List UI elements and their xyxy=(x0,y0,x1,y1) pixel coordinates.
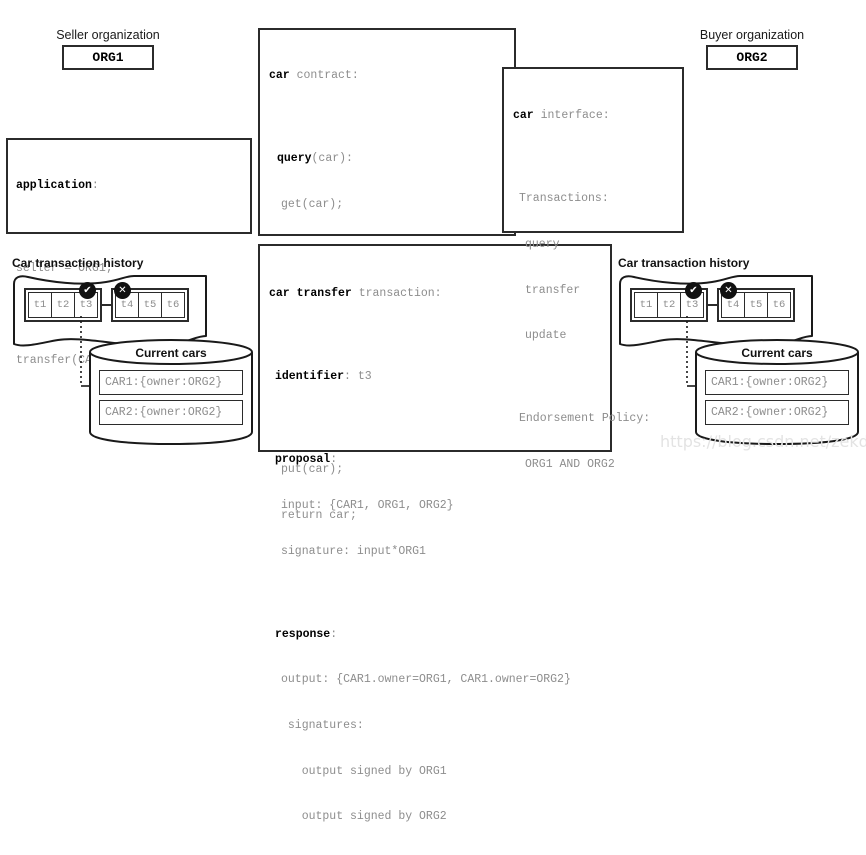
db-row-car2: CAR2:{owner:ORG2} xyxy=(705,400,849,425)
checkmark-badge-icon: ✔ xyxy=(79,282,96,299)
application-title: application: xyxy=(16,179,99,193)
block-t2: t2 xyxy=(51,292,75,318)
block-t3: t3 xyxy=(74,292,98,318)
block-t5: t5 xyxy=(744,292,768,318)
buyer-organization-box: ORG2 xyxy=(706,45,798,70)
db-row-car2: CAR2:{owner:ORG2} xyxy=(99,400,243,425)
ledger-right-title: Car transaction history xyxy=(618,256,750,270)
current-cars-title: Current cars xyxy=(135,346,207,360)
transaction-response-label: response: xyxy=(275,627,338,641)
block-t1: t1 xyxy=(28,292,52,318)
application-code-box: application: seller = ORG1; buyer = ORC2… xyxy=(6,138,252,367)
transaction-response-line: output signed by ORG1 xyxy=(281,764,447,778)
application-line: seller = ORG1; xyxy=(16,262,113,276)
interface-policy-label: Endorsement Policy: xyxy=(519,412,651,426)
transaction-response-line: output: {CAR1.owner=ORG1, CAR1.owner=ORG… xyxy=(281,673,571,687)
block-group-pending: t4 t5 t6 xyxy=(717,288,795,322)
interface-transaction-item: transfer xyxy=(525,283,581,297)
buyer-organization-label: Buyer organization xyxy=(699,28,805,42)
cross-badge-icon: ✕ xyxy=(114,282,131,299)
block-t6: t6 xyxy=(767,292,791,318)
interface-transactions-label: Transactions: xyxy=(519,192,609,206)
interface-transaction-item: update xyxy=(525,329,567,343)
contract-header: car contract: xyxy=(269,69,359,83)
chain-link xyxy=(102,304,111,306)
seller-organization-label: Seller organization xyxy=(56,28,160,42)
chain-link xyxy=(708,304,717,306)
current-cars-database-right: Current cars CAR1:{owner:ORG2} CAR2:{own… xyxy=(694,338,860,446)
block-t2: t2 xyxy=(657,292,681,318)
cross-badge-icon: ✕ xyxy=(720,282,737,299)
block-t5: t5 xyxy=(138,292,162,318)
contract-query-signature: query(car): xyxy=(277,152,353,166)
interface-header: car interface: xyxy=(513,109,610,123)
interface-policy-value: ORG1 AND ORG2 xyxy=(525,457,615,471)
current-cars-title: Current cars xyxy=(741,346,813,360)
transaction-header: car transfer transaction: xyxy=(269,287,442,301)
ledger-left: Car transaction history t1 t2 t3 t4 t5 t… xyxy=(10,256,255,451)
car-contract-code-box: car contract: query(car): get(car); retu… xyxy=(258,28,516,522)
db-row-car1: CAR1:{owner:ORG2} xyxy=(99,370,243,395)
transaction-response-line: output signed by ORG2 xyxy=(281,810,447,824)
transaction-identifier: identifier: t3 xyxy=(275,370,372,384)
transaction-proposal-line: signature: input*ORG1 xyxy=(281,544,426,558)
car-interface-code-box: car interface: Transactions: query trans… xyxy=(502,67,684,471)
interface-transaction-item: query xyxy=(525,238,560,252)
ledger-left-title: Car transaction history xyxy=(12,256,144,270)
blockchain-left: t1 t2 t3 t4 t5 t6 xyxy=(24,288,189,322)
block-t6: t6 xyxy=(161,292,185,318)
block-group-validated: t1 t2 t3 xyxy=(24,288,102,322)
watermark-text: https://blog.csdn.net/zekdot xyxy=(660,432,866,451)
current-cars-database-left: Current cars CAR1:{owner:ORG2} CAR2:{own… xyxy=(88,338,254,446)
db-row-car1: CAR1:{owner:ORG2} xyxy=(705,370,849,395)
seller-organization-box: ORG1 xyxy=(62,45,154,70)
checkmark-badge-icon: ✔ xyxy=(685,282,702,299)
contract-query-line: get(car); xyxy=(281,198,344,212)
ledger-right: Car transaction history t1 t2 t3 t4 t5 t… xyxy=(616,256,861,451)
transaction-response-line: signatures: xyxy=(281,718,364,732)
diagram-canvas: Seller organization ORG1 Buyer organizat… xyxy=(6,28,866,823)
